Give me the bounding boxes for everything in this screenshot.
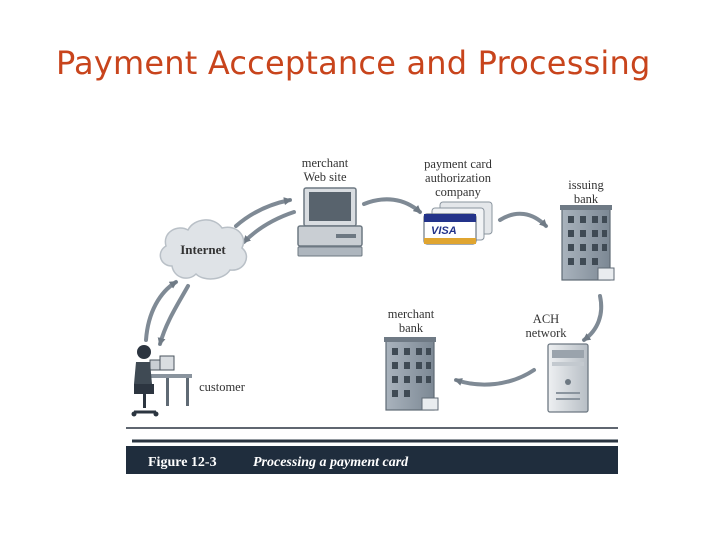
figure-number: Figure 12-3 bbox=[148, 455, 217, 470]
customer-label: customer bbox=[199, 380, 246, 394]
customer-at-desk-icon bbox=[132, 345, 193, 417]
arrow-issuing-bank-to-ach bbox=[584, 296, 601, 340]
merchant-web-site-label-2: Web site bbox=[303, 170, 347, 184]
merchant-bank-node: merchant bank bbox=[384, 307, 438, 410]
issuing-bank-label-1: issuing bbox=[568, 178, 604, 192]
internet-cloud-icon: Internet bbox=[160, 220, 246, 279]
issuing-bank-label-2: bank bbox=[574, 192, 599, 206]
card-company-label-1: payment card bbox=[424, 157, 492, 171]
card-company-label-2: authorization bbox=[425, 171, 492, 185]
arrow-website-to-card-company bbox=[364, 199, 420, 212]
customer-node: customer bbox=[132, 345, 246, 417]
ach-network-node: ACH network bbox=[526, 312, 588, 412]
ach-label-1: ACH bbox=[533, 312, 559, 326]
arrow-customer-to-internet bbox=[146, 282, 176, 340]
issuing-bank-building-icon bbox=[560, 205, 614, 280]
server-icon bbox=[548, 344, 588, 412]
merchant-web-site-label-1: merchant bbox=[302, 156, 349, 170]
merchant-web-site-node: merchant Web site bbox=[298, 156, 362, 256]
issuing-bank-node: issuing bank bbox=[560, 178, 614, 280]
ach-label-2: network bbox=[526, 326, 568, 340]
payment-card-company-node: payment card authorization company VISA bbox=[424, 157, 493, 244]
visa-label: VISA bbox=[431, 225, 457, 237]
merchant-bank-building-icon bbox=[384, 337, 438, 410]
credit-card-icon: VISA bbox=[424, 202, 492, 244]
merchant-bank-label-2: bank bbox=[399, 321, 424, 335]
arrow-internet-to-website bbox=[236, 200, 290, 226]
internet-label: Internet bbox=[180, 242, 226, 257]
computer-icon bbox=[298, 188, 362, 256]
card-company-label-3: company bbox=[435, 185, 482, 199]
arrow-card-company-to-issuing-bank bbox=[500, 214, 546, 226]
figure-caption-text: Processing a payment card bbox=[253, 455, 409, 470]
merchant-bank-label-1: merchant bbox=[388, 307, 435, 321]
arrow-ach-to-merchant-bank bbox=[456, 370, 534, 385]
figure-caption: Figure 12-3 Processing a payment card bbox=[126, 428, 618, 474]
